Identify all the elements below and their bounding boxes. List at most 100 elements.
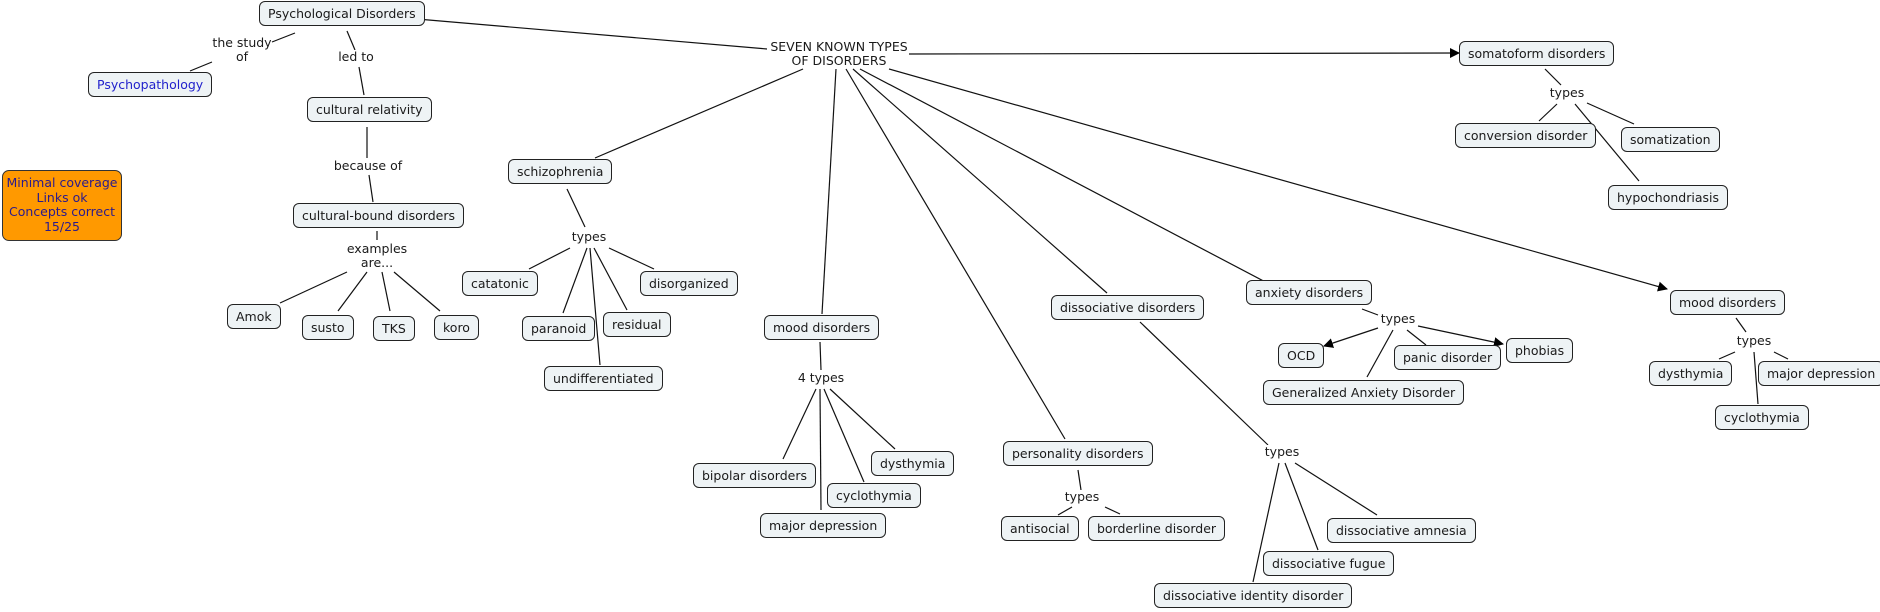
edge xyxy=(1057,506,1073,516)
concept-phobias[interactable]: phobias xyxy=(1506,338,1574,363)
link-label-schizophrenia-types: types xyxy=(571,229,607,244)
edge xyxy=(381,271,391,312)
concept-residual[interactable]: residual xyxy=(603,312,671,337)
edge xyxy=(393,271,441,312)
concept-dissociative-disorders[interactable]: dissociative disorders xyxy=(1051,295,1205,320)
edge xyxy=(368,174,374,203)
link-label-4-types: 4 types xyxy=(797,370,845,385)
edge xyxy=(358,66,365,96)
edge xyxy=(1366,329,1394,378)
edge xyxy=(1077,469,1082,491)
concept-amok[interactable]: Amok xyxy=(227,304,281,329)
central-label-seven-known-types: SEVEN KNOWN TYPES OF DISORDERS xyxy=(770,39,908,68)
concept-dissociative-amnesia[interactable]: dissociative amnesia xyxy=(1327,518,1476,543)
concept-mood-disorders-2[interactable]: mood disorders xyxy=(1670,290,1786,315)
concept-undifferentiated[interactable]: undifferentiated xyxy=(544,366,663,391)
concept-paranoid[interactable]: paranoid xyxy=(522,316,596,341)
edge xyxy=(845,68,1066,440)
concept-disorganized[interactable]: disorganized xyxy=(640,271,738,296)
concept-dissociative-identity-disorder[interactable]: dissociative identity disorder xyxy=(1154,583,1353,608)
concept-panic-disorder[interactable]: panic disorder xyxy=(1394,345,1502,370)
concept-cyclothymia-2[interactable]: cyclothymia xyxy=(1715,405,1809,430)
concept-cultural-bound-disorders[interactable]: cultural-bound disorders xyxy=(293,203,464,228)
concept-mood-disorders[interactable]: mood disorders xyxy=(764,315,880,340)
edge xyxy=(1284,462,1319,551)
edge xyxy=(279,271,348,304)
edge xyxy=(888,68,1668,292)
edge xyxy=(1361,308,1379,316)
edge xyxy=(1538,103,1558,122)
link-label-because-of: because of xyxy=(333,158,403,173)
edge xyxy=(566,188,586,228)
link-label-somatoform-types: types xyxy=(1549,85,1585,100)
concept-koro[interactable]: koro xyxy=(434,315,479,340)
edge xyxy=(782,388,817,460)
edge xyxy=(594,68,804,159)
note-line: Concepts correct xyxy=(9,204,115,219)
concept-cultural-relativity[interactable]: cultural relativity xyxy=(307,97,432,122)
concept-cyclothymia[interactable]: cyclothymia xyxy=(827,483,921,508)
concept-borderline-disorder[interactable]: borderline disorder xyxy=(1088,516,1226,541)
concept-somatoform-disorders[interactable]: somatoform disorders xyxy=(1459,41,1615,66)
edge xyxy=(1753,351,1759,405)
link-label-examples-are: examples are... xyxy=(346,241,408,270)
concept-dysthymia-2[interactable]: dysthymia xyxy=(1649,361,1733,386)
edge xyxy=(829,388,896,450)
concept-dysthymia[interactable]: dysthymia xyxy=(871,451,955,476)
concept-major-depression[interactable]: major depression xyxy=(760,513,887,538)
concept-tks[interactable]: TKS xyxy=(373,316,415,341)
concept-hypochondriasis[interactable]: hypochondriasis xyxy=(1608,185,1728,210)
edge xyxy=(589,247,601,366)
edge xyxy=(562,247,588,314)
concept-psychological-disorders[interactable]: Psychological Disorders xyxy=(259,1,425,26)
edge xyxy=(593,247,628,311)
edge xyxy=(337,271,368,312)
concept-antisocial[interactable]: antisocial xyxy=(1001,516,1079,541)
concept-somatization[interactable]: somatization xyxy=(1621,127,1720,152)
concept-susto[interactable]: susto xyxy=(302,315,354,340)
edge xyxy=(819,388,822,511)
link-label-anxiety-types: types xyxy=(1380,311,1416,326)
edge xyxy=(528,247,571,270)
edge xyxy=(271,32,296,43)
note-line: Links ok xyxy=(36,189,88,205)
concept-ocd[interactable]: OCD xyxy=(1278,343,1325,368)
concept-generalized-anxiety-disorder[interactable]: Generalized Anxiety Disorder xyxy=(1263,380,1465,405)
concept-catatonic[interactable]: catatonic xyxy=(462,271,538,296)
concept-conversion-disorder[interactable]: conversion disorder xyxy=(1455,123,1597,148)
concept-anxiety-disorders[interactable]: anxiety disorders xyxy=(1246,280,1373,305)
concept-psychopathology-link[interactable]: Psychopathology xyxy=(88,72,213,97)
edge xyxy=(1252,462,1280,583)
grading-note: Minimal coverage Links ok Concepts corre… xyxy=(2,170,122,241)
edge xyxy=(852,68,1108,294)
edge xyxy=(821,68,837,315)
concept-bipolar-disorders[interactable]: bipolar disorders xyxy=(693,463,816,488)
edge xyxy=(1718,351,1736,360)
edge xyxy=(346,30,356,51)
edge xyxy=(1574,103,1640,182)
link-label-personality-types: types xyxy=(1064,489,1100,504)
link-label-mood-types: types xyxy=(1736,333,1772,348)
link-label-dissociative-types: types xyxy=(1264,444,1300,459)
concept-major-depression-2[interactable]: major depression xyxy=(1758,361,1880,386)
edge xyxy=(416,18,768,50)
concept-schizophrenia[interactable]: schizophrenia xyxy=(508,159,613,184)
edge xyxy=(1773,351,1789,360)
note-line: Minimal coverage xyxy=(6,175,118,190)
edge xyxy=(1104,506,1121,515)
edge xyxy=(819,341,822,371)
edge xyxy=(1323,327,1379,348)
edge xyxy=(859,68,1274,287)
link-label-the-study-of: the study of xyxy=(212,35,272,64)
edge xyxy=(1417,325,1504,348)
note-score: 15/25 xyxy=(43,218,81,234)
edge xyxy=(1139,321,1269,446)
edge xyxy=(1735,317,1747,333)
concept-personality-disorders[interactable]: personality disorders xyxy=(1003,441,1153,466)
edge xyxy=(189,61,213,72)
edge xyxy=(908,48,1460,59)
link-label-led-to: led to xyxy=(338,49,374,64)
edge xyxy=(823,388,865,483)
concept-dissociative-fugue[interactable]: dissociative fugue xyxy=(1263,551,1395,576)
